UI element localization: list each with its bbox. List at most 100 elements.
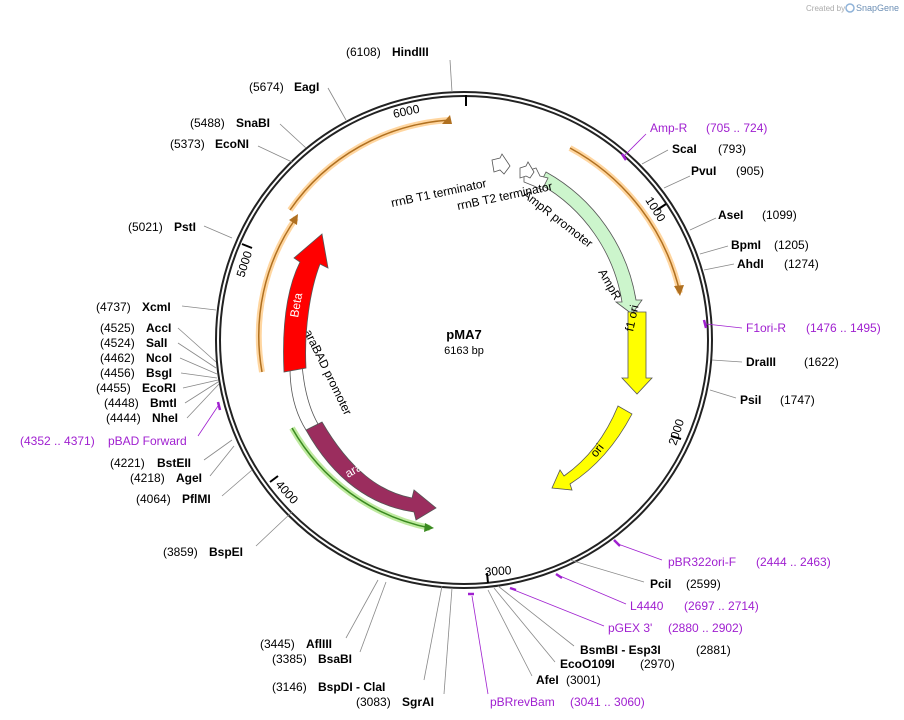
site-name: EagI xyxy=(294,80,319,94)
site-position: (4456) xyxy=(100,366,135,380)
scale-tick-mark xyxy=(486,572,489,584)
primer-mark xyxy=(216,401,222,411)
ori-feature xyxy=(551,405,633,491)
primer-name: pBRrevBam xyxy=(490,695,555,709)
site-leader xyxy=(177,327,217,363)
primer-range: (705 .. 724) xyxy=(706,121,767,135)
snapgene-logo-icon xyxy=(845,3,855,13)
orf-arrow-head xyxy=(289,214,298,225)
site-name: AseI xyxy=(718,208,743,222)
site-name: EcoRI xyxy=(142,381,176,395)
site-position: (4221) xyxy=(110,456,145,470)
site-name: EcoO109I xyxy=(560,657,615,671)
scale-tick-mark xyxy=(269,475,279,483)
site-leader xyxy=(689,217,717,231)
site-leader xyxy=(279,123,307,149)
backbone-outer xyxy=(215,91,713,589)
site-name: AfeI xyxy=(536,673,559,687)
site-leader xyxy=(182,379,219,389)
site-position: (5674) xyxy=(249,80,284,94)
site-position: (905) xyxy=(736,164,764,178)
orf-arc-right xyxy=(569,147,681,294)
primer-mark xyxy=(613,539,621,547)
site-position: (2881) xyxy=(696,643,731,657)
primer-range: (3041 .. 3060) xyxy=(570,695,645,709)
site-position: (4462) xyxy=(100,351,135,365)
site-position: (3001) xyxy=(566,673,601,687)
site-leader xyxy=(699,245,729,255)
site-leader xyxy=(359,581,387,653)
site-leader xyxy=(487,589,533,677)
orf-arc-left xyxy=(258,217,297,373)
primer-leader xyxy=(513,589,605,627)
site-leader xyxy=(177,342,217,369)
site-position: (1747) xyxy=(780,393,815,407)
site-position: (5373) xyxy=(170,137,205,151)
site-name: SgrAI xyxy=(402,695,434,709)
site-leader xyxy=(641,149,669,165)
site-name: AccI xyxy=(146,321,171,335)
primer-range: (2880 .. 2902) xyxy=(668,621,743,635)
site-leader xyxy=(209,445,235,477)
site-position: (3445) xyxy=(260,637,295,651)
primer-name: Amp-R xyxy=(650,121,688,135)
site-name: XcmI xyxy=(142,300,171,314)
site-leader xyxy=(180,372,218,379)
primer-leader xyxy=(471,595,489,695)
rrnb-t1-feature xyxy=(491,153,511,175)
orf-arrow-head xyxy=(424,523,434,532)
site-leader xyxy=(327,87,347,121)
site-name: BsmBI - Esp3I xyxy=(580,643,661,657)
site-position: (3146) xyxy=(272,680,307,694)
site-name: PciI xyxy=(650,577,671,591)
site-position: (3859) xyxy=(163,545,198,559)
scale-tick-label: 6000 xyxy=(392,102,421,121)
site-leader xyxy=(345,579,379,639)
beta-feature xyxy=(283,233,329,373)
site-position: (4455) xyxy=(96,381,131,395)
site-leader xyxy=(181,305,217,311)
primer-leader xyxy=(705,323,743,329)
rrnb-t2-feature xyxy=(519,161,535,179)
site-position: (793) xyxy=(718,142,746,156)
site-name: SnaBI xyxy=(236,116,270,130)
site-position: (1205) xyxy=(774,238,809,252)
site-position: (1622) xyxy=(804,355,839,369)
site-name: BstEII xyxy=(157,456,191,470)
site-leader xyxy=(711,359,743,363)
primer-leader xyxy=(623,133,647,157)
site-name: AgeI xyxy=(176,471,202,485)
site-leader xyxy=(663,175,691,189)
primer-leader xyxy=(617,543,663,561)
site-position: (5488) xyxy=(190,116,225,130)
site-name: HindIII xyxy=(392,45,429,59)
site-leader xyxy=(203,225,233,239)
primer-name: L4440 xyxy=(630,599,664,613)
backbone-inner xyxy=(219,95,709,585)
arabad-promoter-feature xyxy=(289,363,319,431)
site-position: (3385) xyxy=(272,652,307,666)
site-position: (4218) xyxy=(130,471,165,485)
orf-arrow-head xyxy=(442,115,452,124)
site-name: PstI xyxy=(174,220,196,234)
site-leader xyxy=(257,145,293,163)
site-position: (4737) xyxy=(96,300,131,314)
f1-ori-feature xyxy=(621,311,653,395)
site-name: PflMI xyxy=(182,492,211,506)
orf-arc-bottom xyxy=(291,427,431,529)
site-leader xyxy=(443,587,453,695)
scale-tick-mark xyxy=(670,435,682,440)
primer-mark xyxy=(509,586,517,592)
site-name: EcoNI xyxy=(215,137,249,151)
site-position: (5021) xyxy=(128,220,163,234)
site-position: (2599) xyxy=(686,577,721,591)
site-leader xyxy=(186,383,220,419)
site-leader xyxy=(423,585,443,681)
primer-name: pBAD Forward xyxy=(108,434,187,448)
site-leader xyxy=(449,59,453,93)
arac-feature xyxy=(305,421,437,521)
primer-mark xyxy=(620,153,628,161)
site-leader xyxy=(255,511,293,547)
scale-tick-mark xyxy=(241,243,253,249)
site-name: NcoI xyxy=(146,351,172,365)
